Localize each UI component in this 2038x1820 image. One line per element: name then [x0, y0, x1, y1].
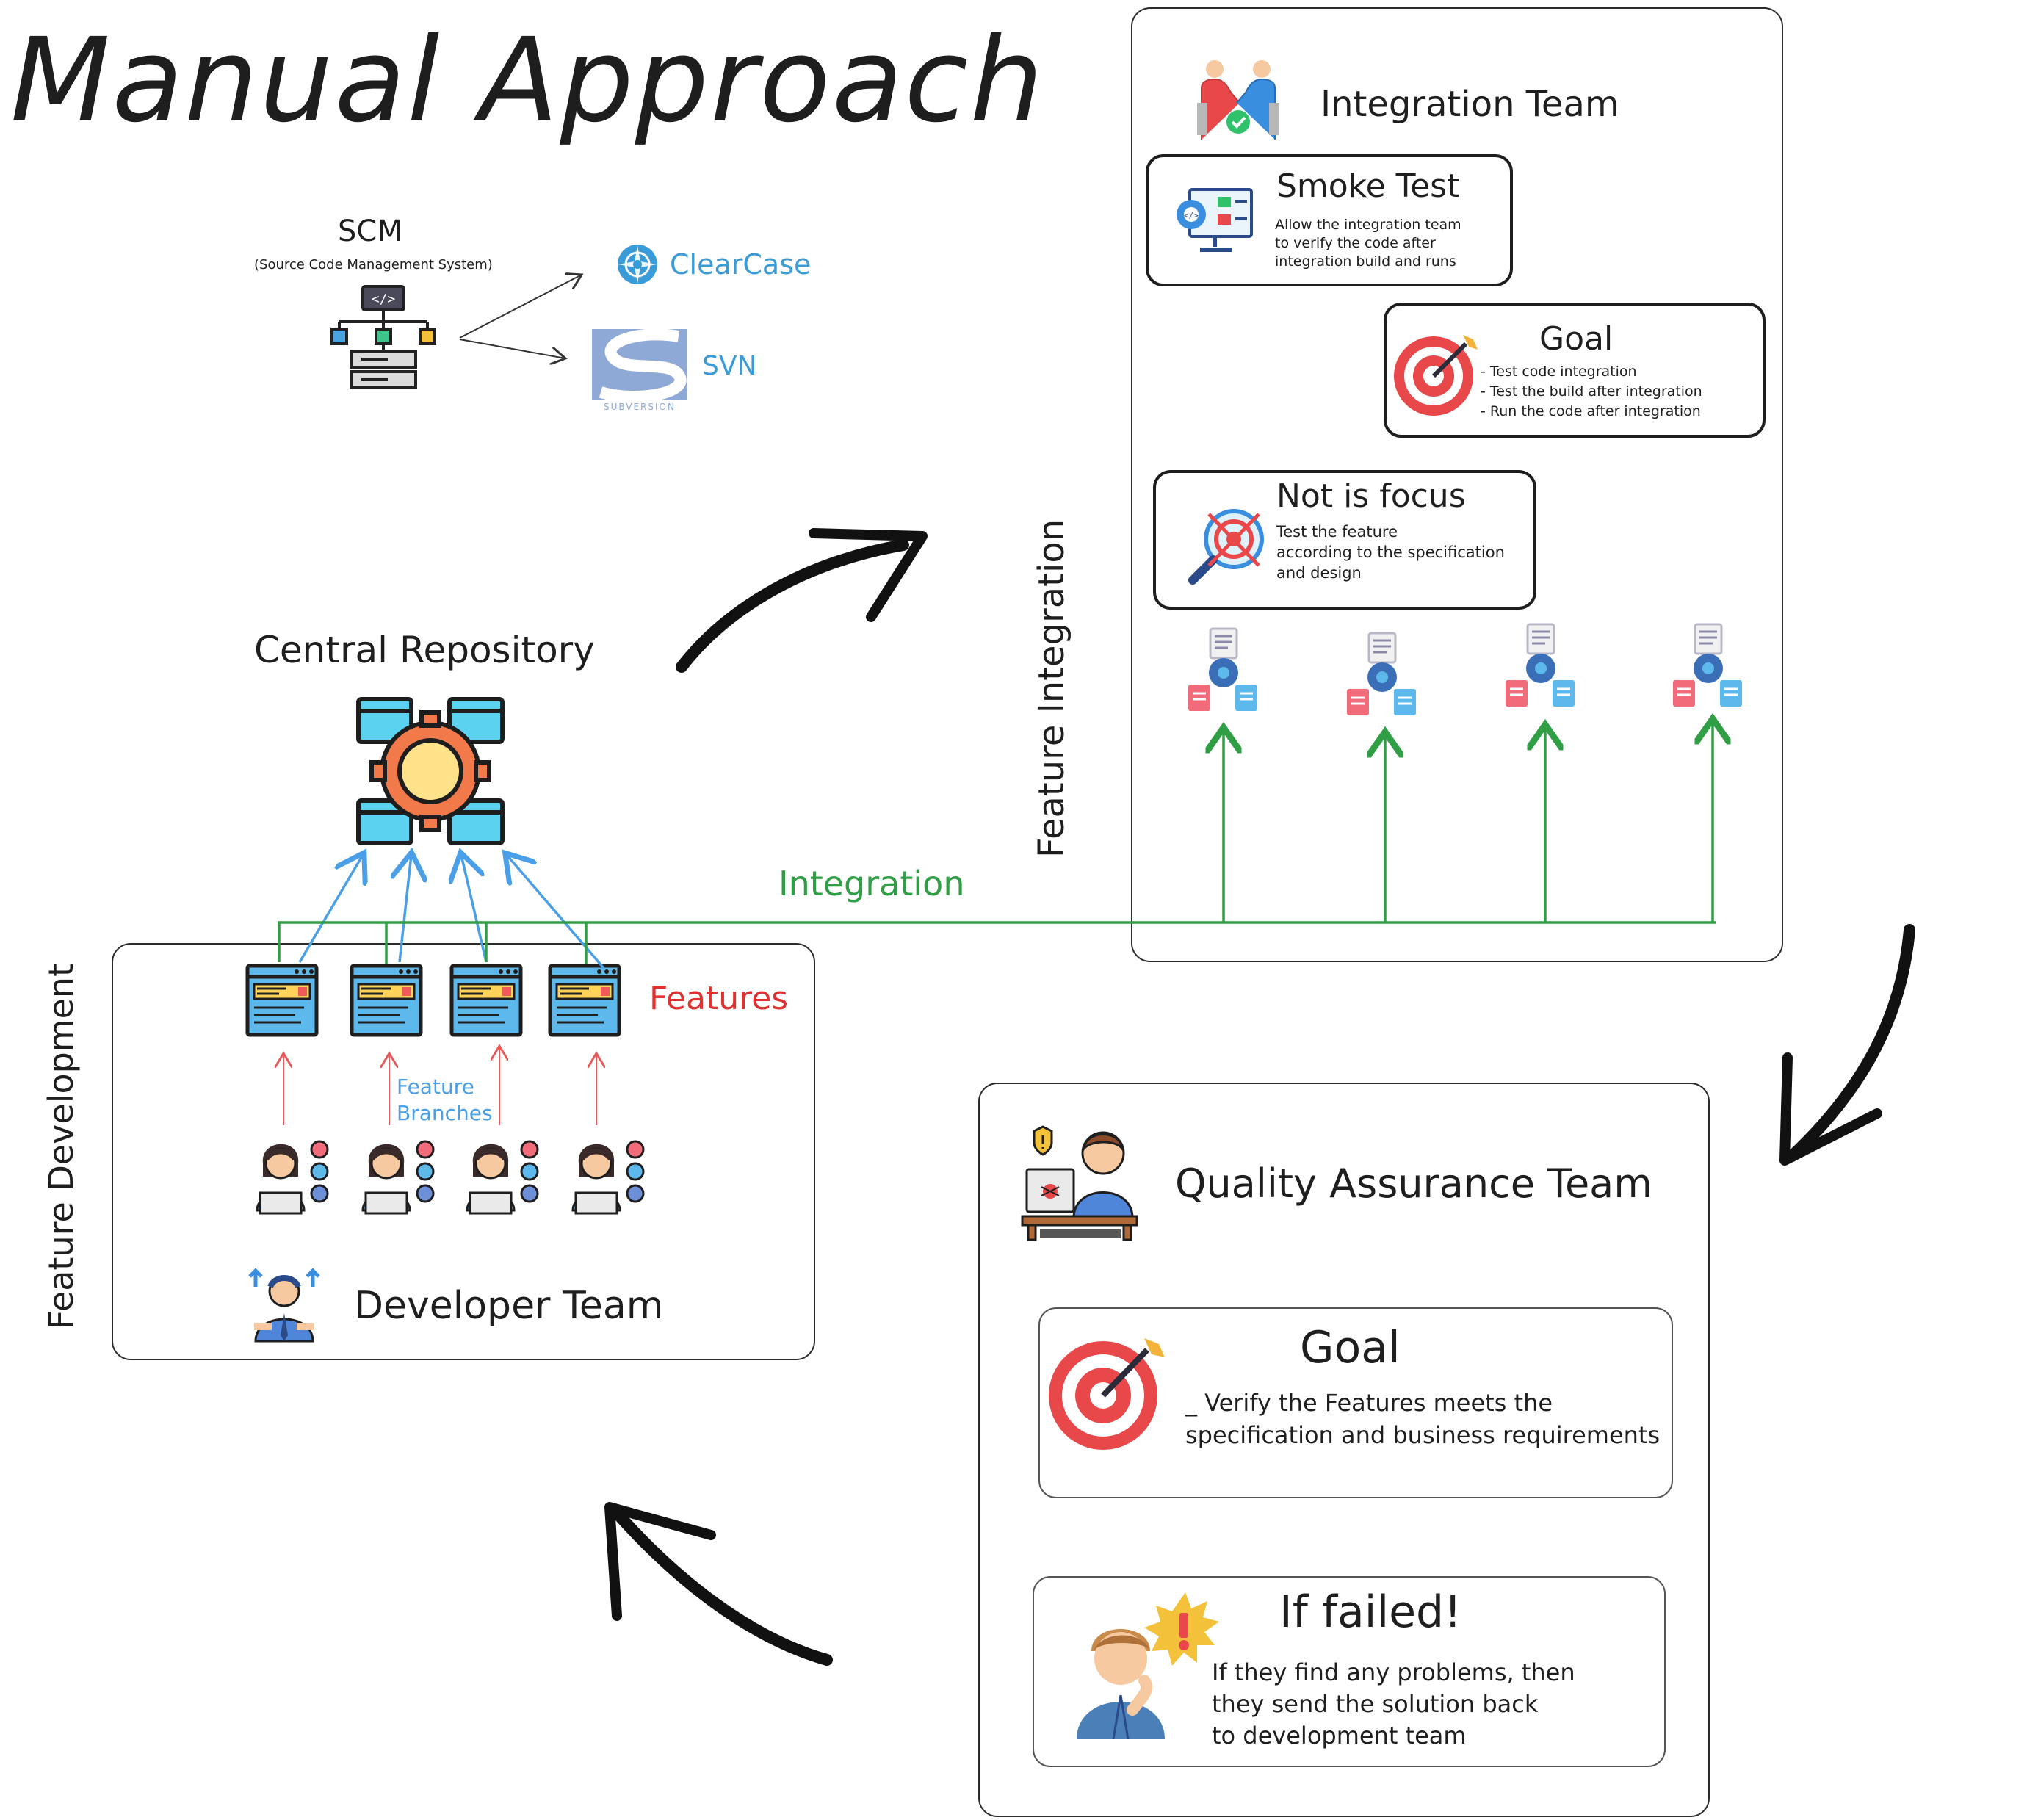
target-icon	[1049, 1338, 1165, 1450]
flow-arrow-to-qa	[1779, 924, 1915, 1166]
scm-to-clearcase-arrow	[459, 275, 582, 339]
svn-label: SVN	[702, 351, 757, 381]
feature-branches-label: Feature Branches	[397, 1075, 493, 1125]
handshake-icon	[1197, 60, 1279, 140]
svn-logo-text: SUBVERSION	[604, 402, 676, 411]
scm-to-svn-arrow	[459, 339, 565, 358]
qa-tester-icon	[1021, 1125, 1138, 1241]
browser-window-icon[interactable]	[350, 964, 423, 1037]
smoke-test-title: Smoke Test	[1276, 167, 1460, 205]
developer-icon	[466, 1140, 539, 1215]
qa-team-title: Quality Assurance Team	[1175, 1160, 1652, 1207]
smoke-test-monitor-icon: </>	[1177, 188, 1253, 252]
integration-goal-item-1: - Test code integration	[1481, 364, 1637, 380]
scm-heading: SCM	[338, 214, 402, 248]
page-title: Manual Approach	[10, 13, 1045, 148]
if-failed-text: If they find any problems, then they sen…	[1212, 1658, 1575, 1749]
integration-gear-docs-icon	[1673, 623, 1742, 707]
flow-arrow-to-development	[604, 1502, 833, 1666]
browser-window-icon[interactable]	[245, 964, 319, 1037]
smoke-test-text: Allow the integration team to verify the…	[1275, 217, 1461, 270]
central-repository-label: Central Repository	[254, 629, 595, 671]
feature-to-repo-arrow	[298, 855, 605, 969]
scm-diagram-icon: </>	[330, 285, 436, 389]
qa-goal-title: Goal	[1300, 1322, 1401, 1373]
if-failed-title: If failed!	[1279, 1586, 1462, 1638]
developer-icon	[571, 1140, 645, 1215]
browser-window-icon[interactable]	[548, 964, 621, 1037]
integration-goal-item-3: - Run the code after integration	[1481, 403, 1701, 419]
not-focus-text: Test the feature according to the specif…	[1276, 523, 1505, 582]
clearcase-logo-icon	[618, 245, 657, 284]
integration-gear-docs-icon	[1188, 627, 1257, 711]
qa-goal-text: _ Verify the Features meets the specific…	[1185, 1389, 1661, 1449]
integration-goal-item-2: - Test the build after integration	[1481, 383, 1702, 400]
svg-text:</>: </>	[1184, 211, 1199, 220]
integration-goal-title: Goal	[1539, 320, 1614, 358]
no-target-magnifier-icon	[1188, 509, 1264, 585]
svn-logo-icon: SUBVERSION	[592, 328, 687, 412]
svg-text:</>: </>	[372, 292, 396, 307]
central-repo-gear-icon	[356, 697, 505, 845]
integration-team-title: Integration Team	[1320, 84, 1619, 125]
integration-gear-docs-icon	[1506, 623, 1575, 707]
scm-subtitle: (Source Code Management System)	[254, 257, 493, 272]
not-focus-title: Not is focus	[1276, 477, 1466, 515]
clearcase-label: ClearCase	[670, 248, 812, 281]
developer-team-label: Developer Team	[354, 1284, 664, 1328]
developer-to-feature-arrow	[283, 1047, 596, 1125]
developer-icon	[361, 1140, 435, 1215]
integration-connector	[278, 721, 1716, 964]
browser-window-icon[interactable]	[449, 964, 523, 1037]
integration-label: Integration	[778, 864, 965, 903]
developer-icon	[256, 1140, 329, 1215]
integration-gear-docs-icon	[1347, 632, 1416, 715]
target-icon	[1394, 335, 1478, 416]
flow-arrow-to-integration	[676, 528, 928, 673]
team-lead-icon	[248, 1268, 320, 1343]
confused-person-alert-icon	[1077, 1592, 1219, 1739]
features-label: Features	[649, 980, 789, 1017]
